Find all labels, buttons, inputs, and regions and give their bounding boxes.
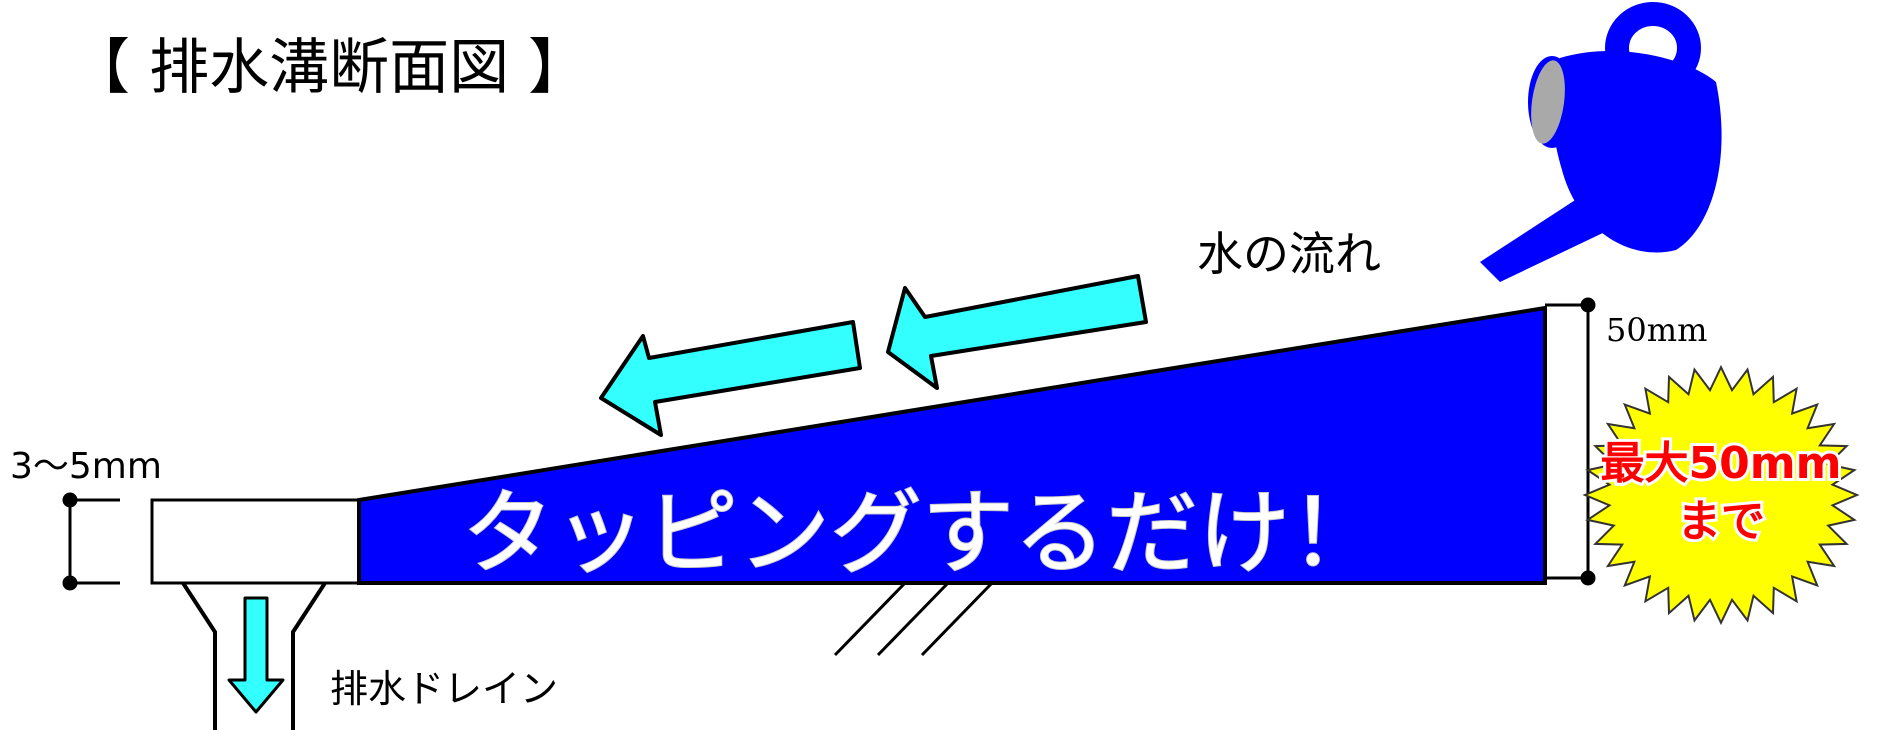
channel-block xyxy=(150,498,361,585)
watering-can-icon xyxy=(1480,2,1722,282)
diagram-title: 【 排水溝断面図 】 xyxy=(70,33,588,103)
min-thickness-label: 3〜5mm xyxy=(10,446,162,487)
max-50mm-badge: 最大50mm まで xyxy=(1582,364,1860,626)
ground-line xyxy=(152,581,1545,657)
tapping-label: タッピングするだけ！ xyxy=(462,480,1382,587)
drain-label: 排水ドレイン xyxy=(330,667,558,711)
badge-line-1: 最大50mm xyxy=(1601,438,1842,489)
water-flow-label: 水の流れ xyxy=(1197,227,1381,281)
thickness-dimension xyxy=(62,492,120,591)
flow-arrow-icon xyxy=(886,274,1148,390)
flow-arrow-icon xyxy=(599,320,862,437)
drain-arrow-icon xyxy=(227,596,285,714)
badge-line-2: まで xyxy=(1677,496,1765,547)
drain-pipe xyxy=(181,581,327,730)
height-label: 50mm xyxy=(1606,311,1707,349)
height-dimension xyxy=(1545,297,1596,586)
